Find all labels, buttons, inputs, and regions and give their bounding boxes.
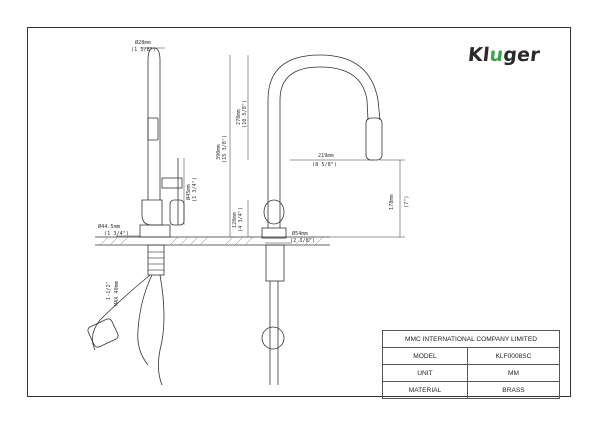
front-view bbox=[215, 54, 405, 385]
shank bbox=[147, 244, 165, 276]
row-label: UNIT bbox=[382, 364, 468, 382]
company-name: MMC INTERNATIONAL COMPANY LIMITED bbox=[382, 330, 560, 348]
drawing-border bbox=[27, 27, 571, 397]
handle-body bbox=[169, 199, 185, 226]
dim-max-deck-2: MAX 40mm bbox=[114, 281, 120, 306]
table-row: MATERIAL BRASS bbox=[382, 381, 561, 399]
left-side-view bbox=[87, 47, 215, 386]
hose-1 bbox=[137, 274, 153, 366]
front-shank bbox=[265, 244, 285, 282]
dim-top-diameter-in: (1 1/8") bbox=[131, 47, 156, 53]
base-plate bbox=[139, 224, 171, 238]
spray-button bbox=[147, 117, 159, 141]
dim-max-deck-1: 1-1/2" bbox=[106, 281, 112, 300]
dim-handle-diameter-mm: Ø45mm bbox=[185, 184, 192, 200]
gooseneck-inner bbox=[279, 66, 369, 228]
dim-clearance-in: (7") bbox=[404, 196, 410, 209]
table-row: MODEL KLF0008SC bbox=[382, 347, 561, 365]
dim-clearance-mm: 178mm bbox=[389, 194, 395, 210]
dim-handle-height-in: (4 3/4") bbox=[238, 207, 244, 232]
row-label: MATERIAL bbox=[382, 381, 468, 399]
dim-reach-mm: 219mm bbox=[318, 153, 334, 159]
dim-total-height-in: (15 3/8") bbox=[222, 135, 228, 163]
spray-head bbox=[365, 117, 383, 161]
dim-spout-height-mm: 270mm bbox=[236, 109, 242, 125]
front-handle bbox=[263, 199, 285, 225]
dim-top-diameter-mm: Ø28mm bbox=[135, 39, 151, 46]
front-base bbox=[261, 227, 287, 239]
hose-weight bbox=[87, 318, 119, 348]
countertop-hatch-right bbox=[224, 236, 324, 246]
pull-hose bbox=[92, 274, 151, 351]
gooseneck-outer bbox=[267, 54, 381, 228]
row-label: MODEL bbox=[382, 347, 468, 365]
dim-base-diameter-in: (1 3/4") bbox=[104, 231, 129, 237]
handle-stem bbox=[161, 177, 183, 189]
dim-spout-height-in: (10 5/8") bbox=[242, 100, 248, 128]
row-value: BRASS bbox=[466, 381, 561, 399]
title-block: MMC INTERNATIONAL COMPANY LIMITED MODEL … bbox=[382, 330, 561, 399]
row-value: MM bbox=[466, 364, 561, 382]
dim-handle-diameter-in: (1 3/4") bbox=[192, 177, 198, 202]
dim-reach-in: (8 5/8") bbox=[312, 162, 337, 168]
table-row: UNIT MM bbox=[382, 364, 561, 382]
dim-base-mm: Ø54mm bbox=[292, 230, 308, 237]
countertop-hatch-left bbox=[99, 236, 209, 246]
dim-base-in: (2 1/8") bbox=[290, 238, 315, 244]
dim-base-diameter-mm: Ø44.5mm bbox=[98, 223, 120, 230]
dim-handle-height-mm: 120mm bbox=[232, 212, 238, 228]
front-hose-weight bbox=[261, 326, 285, 350]
dim-total-height-mm: 390mm bbox=[216, 144, 222, 160]
hose-2 bbox=[158, 274, 165, 386]
faucet-body bbox=[141, 199, 163, 226]
row-value: KLF0008SC bbox=[466, 347, 561, 365]
